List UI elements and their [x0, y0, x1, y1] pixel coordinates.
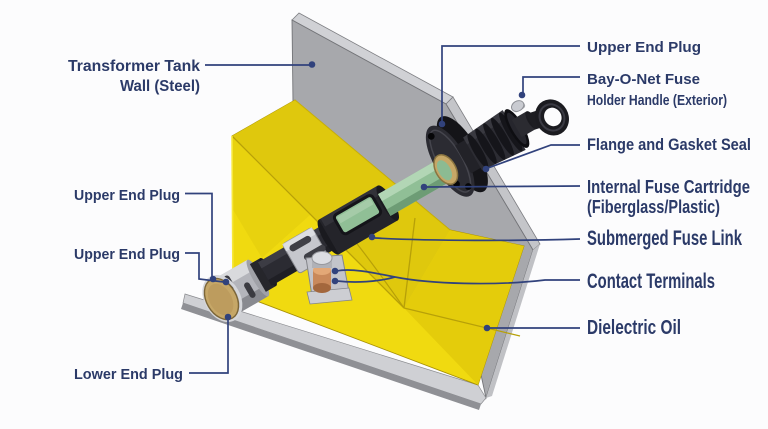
labels: Transformer Tank Wall (Steel) Upper End …	[68, 40, 751, 383]
leader-dot	[222, 278, 230, 286]
leader-fuse-cartridge	[425, 185, 581, 188]
copper-terminal-body	[313, 270, 331, 288]
leader-upper-end-plug-right	[441, 45, 580, 122]
leader-dot	[420, 183, 428, 191]
handle-rib	[483, 123, 506, 160]
label-fuse-cartridge-line1: Internal Fuse Cartridge	[587, 177, 750, 197]
wall-base-edge	[181, 293, 487, 410]
handle-pin	[511, 100, 525, 112]
label-tank-wall-line1: Transformer Tank	[68, 58, 200, 75]
leader-dot	[209, 275, 217, 283]
leader-contact-terminals-b	[336, 276, 396, 283]
leader-dot	[482, 165, 490, 173]
fuse-assembly	[202, 99, 569, 322]
cartridge-shadow	[386, 173, 453, 216]
leader-dot	[438, 120, 446, 128]
fuse-cartridge-tube	[378, 158, 453, 216]
tank-corner-fold	[403, 217, 416, 309]
label-tank-wall-line2: Wall (Steel)	[120, 78, 200, 95]
fuse-link-sleeve	[317, 185, 400, 255]
clamp-band-highlight	[282, 227, 316, 252]
tank-front-fold	[403, 307, 521, 337]
label-submerged-fuse-link: Submerged Fuse Link	[587, 227, 742, 250]
cartridge-highlight	[378, 158, 445, 202]
contact-terminal-bracket	[305, 251, 353, 305]
handle-rib	[467, 133, 489, 169]
leader-contact-terminals-a	[336, 269, 580, 285]
label-bayonet-handle-line2: Holder Handle (Exterior)	[587, 92, 727, 109]
clamp-slot-2	[303, 244, 326, 261]
leader-lower-end-plug	[189, 319, 229, 374]
leader-dot	[518, 91, 526, 99]
bushing-center	[436, 160, 453, 181]
leader-submerged-fuse-link	[374, 237, 581, 242]
tank-inner-shadow	[232, 137, 310, 258]
dielectric-oil-tank	[231, 99, 525, 386]
label-dielectric-oil: Dielectric Oil	[587, 317, 681, 339]
leader-dot	[331, 267, 339, 275]
eye-ring-sheen	[538, 103, 566, 132]
cap-bayonet-slot-2	[244, 282, 256, 298]
handle-hub	[455, 139, 483, 174]
base-strip-top	[182, 293, 487, 405]
handle-rib	[491, 117, 514, 156]
leader-dot	[308, 61, 316, 68]
bolt-head	[311, 251, 333, 265]
label-lower-end-plug: Lower End Plug	[74, 367, 183, 383]
label-bayonet-handle-line1: Bay-O-Net Fuse	[587, 71, 700, 88]
clamp-slot-1	[289, 235, 312, 252]
cartridge-body	[378, 158, 453, 216]
leader-dot	[331, 277, 339, 285]
handle-neck	[511, 111, 537, 138]
leader-dot	[483, 324, 491, 332]
tank-interior-face	[232, 100, 450, 308]
label-flange-gasket: Flange and Gasket Seal	[587, 135, 751, 154]
tank-rim-line	[294, 99, 451, 231]
label-upper-end-plug-left-a: Upper End Plug	[74, 188, 180, 204]
leader-dot	[368, 233, 376, 241]
label-upper-end-plug-right: Upper End Plug	[587, 40, 701, 56]
cap-brass-inner	[207, 283, 234, 316]
eye-ring-hole	[544, 107, 562, 127]
label-fuse-cartridge-line2: (Fiberglass/Plastic)	[587, 197, 720, 217]
flange-bolt-hole	[427, 132, 435, 140]
leader-bayonet-handle	[522, 76, 580, 93]
collar-ring	[249, 258, 277, 292]
copper-terminal-bottom	[313, 283, 331, 293]
handle-rib	[475, 128, 497, 164]
tank-left-highlight	[231, 135, 234, 292]
tank-right-face	[404, 230, 524, 385]
label-upper-end-plug-left-b: Upper End Plug	[74, 247, 180, 263]
leader-upper-end-plug-left-a	[185, 192, 213, 277]
bayonet-handle-part	[455, 99, 569, 174]
base-strip-edge	[181, 303, 481, 410]
label-contact-terminals: Contact Terminals	[587, 270, 715, 293]
leader-dot	[224, 313, 232, 321]
leader-flange-gasket	[487, 144, 580, 169]
window-highlight	[337, 198, 374, 224]
leader-lines	[185, 45, 581, 374]
